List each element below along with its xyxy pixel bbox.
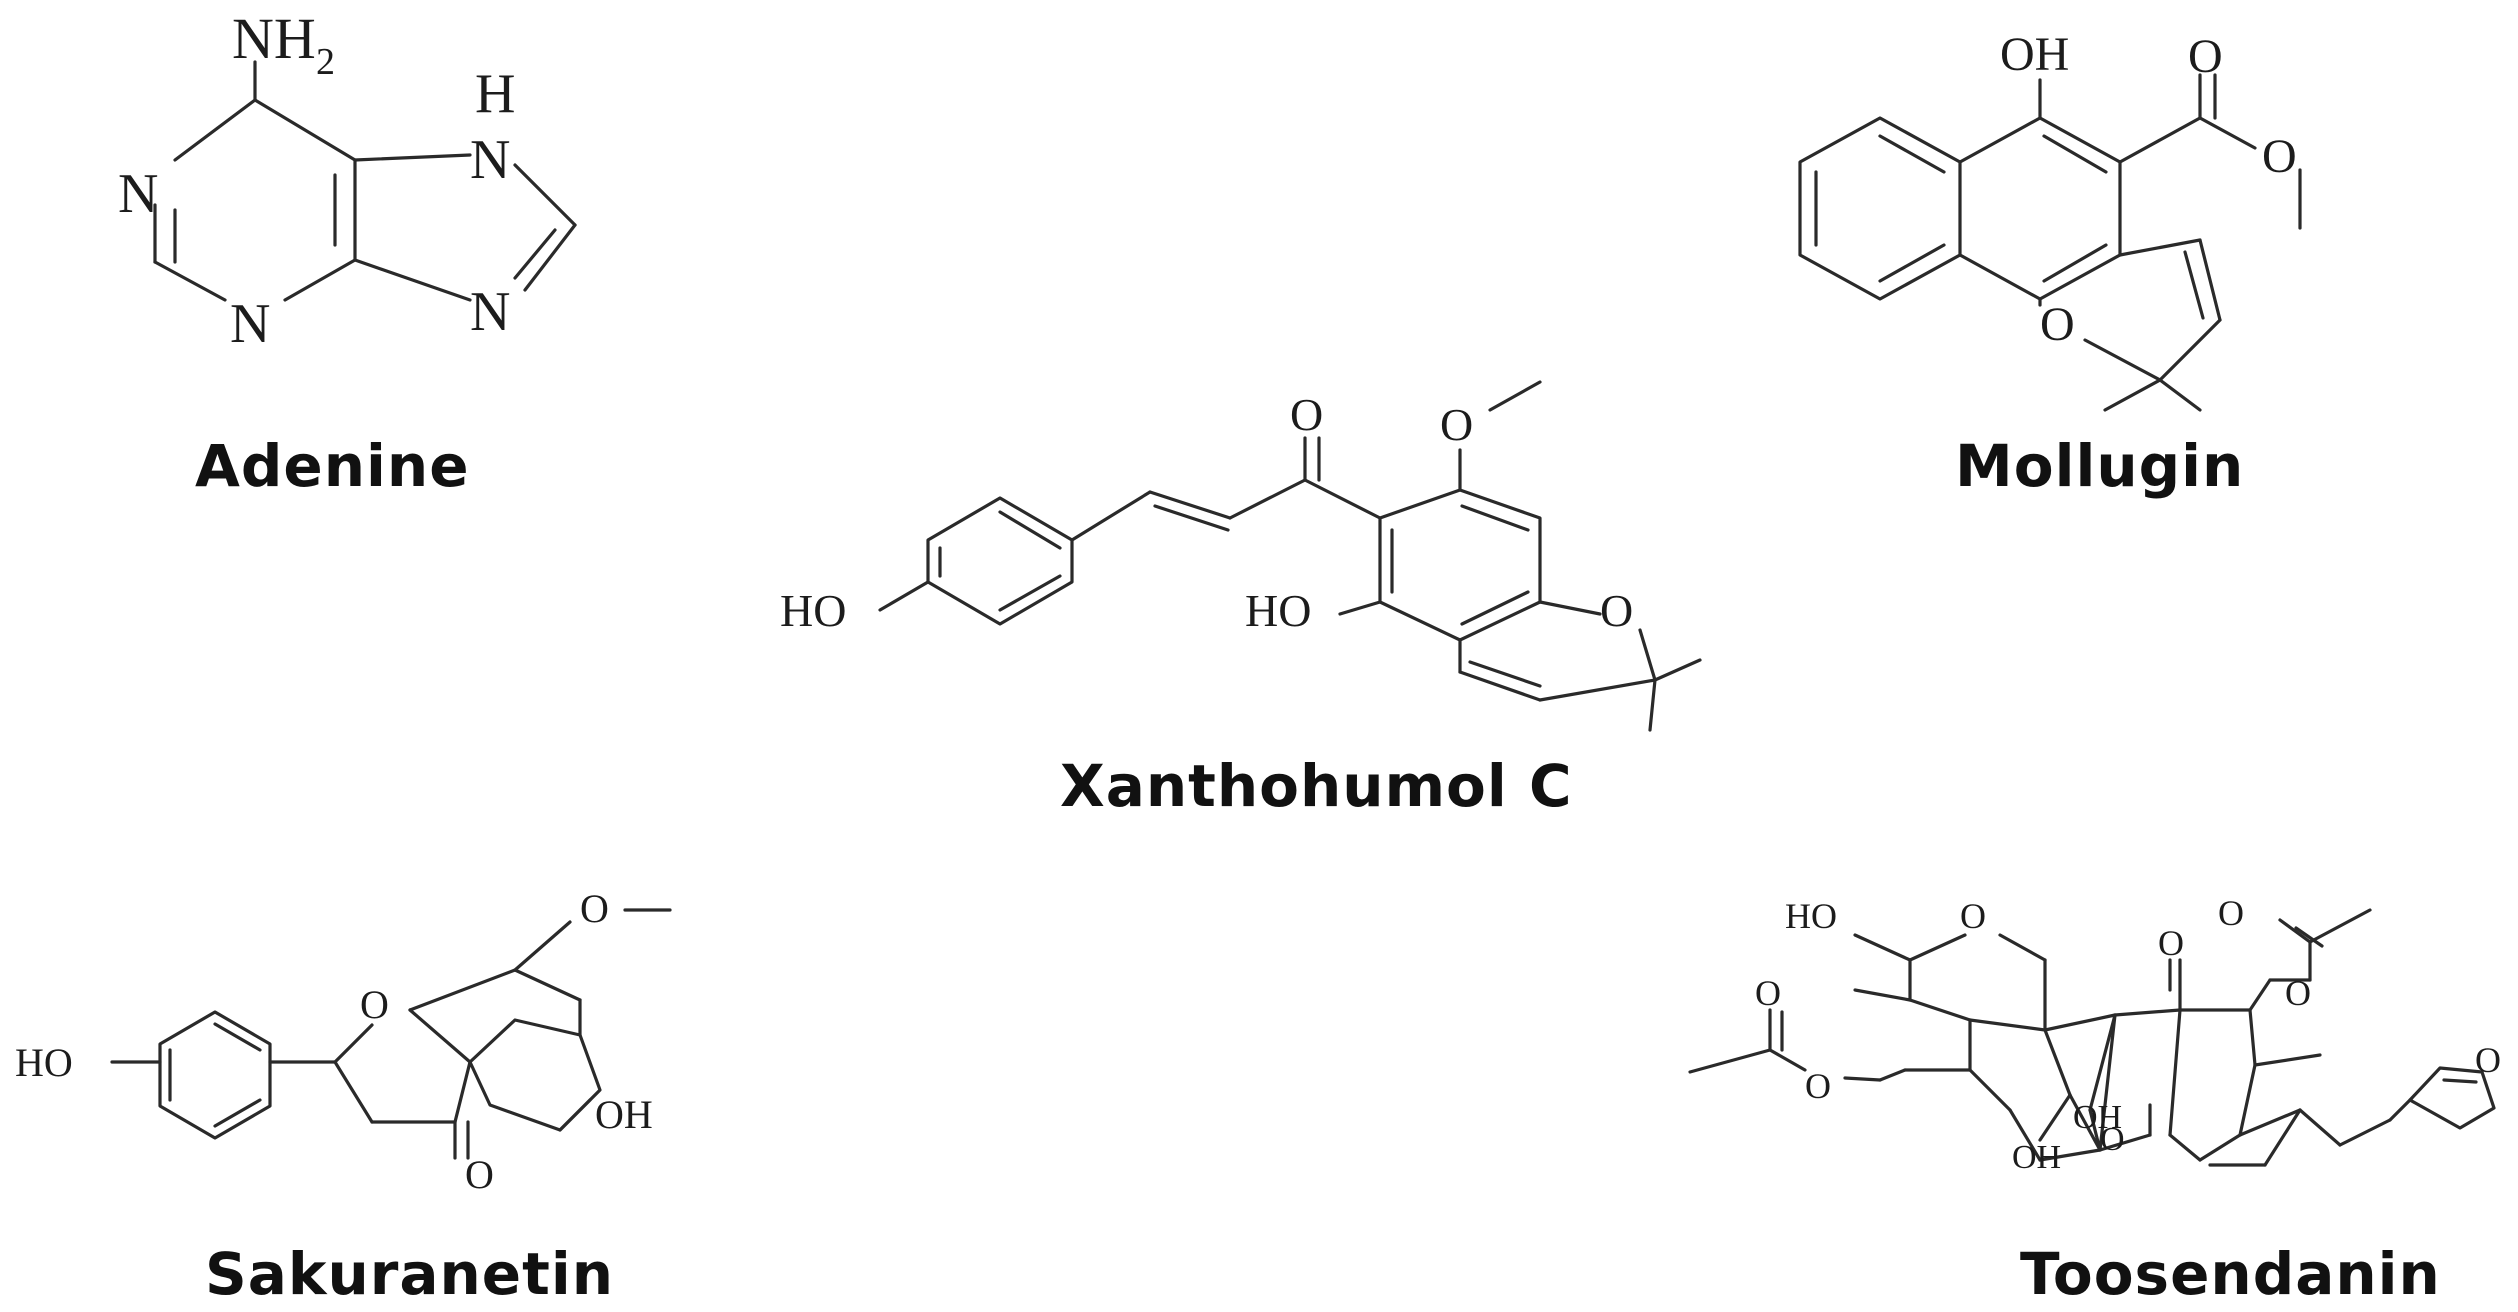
- atom-label: O: [1805, 1066, 1831, 1106]
- adenine-structure: NH 2 H N N N N: [118, 6, 577, 355]
- atom-label: O: [1600, 585, 1633, 636]
- atom-label: N: [470, 129, 510, 191]
- atom-label: OH: [595, 1092, 653, 1137]
- compound-name-mollugin: Mollugin: [1955, 432, 2245, 500]
- atom-label: O: [360, 982, 389, 1027]
- atom-label: O: [1755, 973, 1781, 1013]
- atom-label: OH: [2012, 1139, 2061, 1176]
- atom-label: O: [1960, 896, 1986, 936]
- atom-label: N: [230, 293, 270, 355]
- mollugin-structure: OH O O O: [1798, 28, 2302, 412]
- compound-name-sakuranetin: Sakuranetin: [205, 1240, 615, 1308]
- atom-label: N: [470, 281, 510, 343]
- atom-label: HO: [1785, 896, 1837, 936]
- atom-label: O: [2218, 893, 2244, 933]
- atom-label: O: [2040, 298, 2075, 351]
- atom-label: O: [465, 1152, 494, 1197]
- atom-label: O: [1290, 389, 1323, 440]
- compound-name-xanthohumol-c: Xanthohumol C: [1060, 752, 1573, 820]
- atom-label: O: [2100, 1121, 2125, 1158]
- atom-label: 2: [316, 41, 335, 83]
- atom-label: O: [2475, 1040, 2501, 1080]
- xanthohumol-c-structure: O O HO HO O: [780, 380, 1702, 732]
- atom-label: HO: [780, 585, 846, 636]
- atom-label: OH: [2073, 1099, 2122, 1136]
- atom-label: O: [1440, 399, 1473, 450]
- sakuranetin-structure: O O HO OH O: [15, 886, 672, 1197]
- atom-label: NH: [232, 6, 316, 71]
- atom-label: HO: [15, 1040, 73, 1085]
- atom-label: O: [2188, 30, 2223, 83]
- atom-label: H: [475, 63, 515, 125]
- atom-label: O: [2158, 923, 2184, 963]
- atom-label: HO: [1245, 585, 1311, 636]
- atom-label: N: [118, 163, 158, 225]
- compound-name-adenine: Adenine: [195, 432, 470, 500]
- toosendanin-structure: HO O O O O O O O OH OH O: [1688, 893, 2501, 1176]
- atom-label: OH: [2000, 28, 2069, 81]
- atom-label: O: [2285, 973, 2311, 1013]
- atom-label: O: [2262, 130, 2297, 183]
- compound-name-toosendanin: Toosendanin: [2020, 1240, 2441, 1308]
- atom-label: O: [580, 886, 609, 931]
